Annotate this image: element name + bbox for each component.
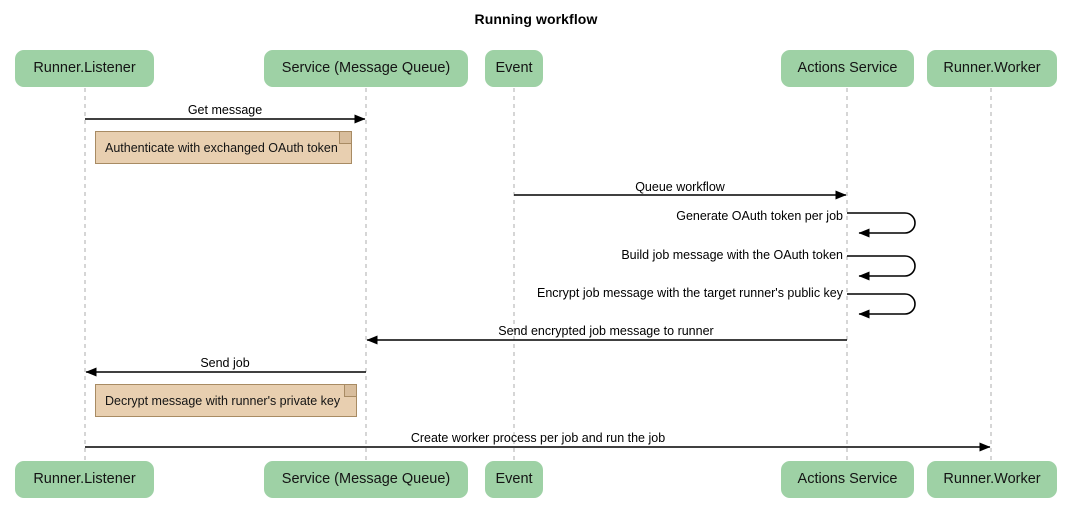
- participant-event-bottom[interactable]: Event: [485, 461, 543, 498]
- participant-label: Runner.Listener: [33, 60, 136, 77]
- diagram-title: Running workflow: [474, 11, 598, 27]
- message-label-queue-workflow: Queue workflow: [635, 180, 725, 194]
- message-label-send-job: Send job: [200, 356, 250, 370]
- participant-runner-listener-bottom[interactable]: Runner.Listener: [15, 461, 154, 498]
- participant-event-top[interactable]: Event: [485, 50, 543, 87]
- participant-runner-listener-top[interactable]: Runner.Listener: [15, 50, 154, 87]
- self-message-generate-oauth-token-per-job: [847, 212, 916, 238]
- note-decrypt-note: Decrypt message with runner's private ke…: [95, 384, 357, 417]
- participant-service-message-queue-top[interactable]: Service (Message Queue): [264, 50, 468, 87]
- note-text: Decrypt message with runner's private ke…: [105, 393, 341, 408]
- message-arrows: [85, 114, 991, 452]
- message-label-get-message: Get message: [187, 103, 263, 117]
- participant-label: Service (Message Queue): [281, 471, 451, 488]
- lifelines: [84, 88, 992, 461]
- note-text: Authenticate with exchanged OAuth token: [105, 140, 338, 155]
- self-message-build-job-message: [847, 255, 916, 281]
- participant-label: Event: [495, 471, 533, 488]
- participant-service-message-queue-bottom[interactable]: Service (Message Queue): [264, 461, 468, 498]
- participant-runner-worker-bottom[interactable]: Runner.Worker: [927, 461, 1057, 498]
- self-message-encrypt-job-message: [847, 293, 916, 319]
- participant-label: Event: [495, 60, 533, 77]
- note-fold-corner-icon: [344, 385, 356, 397]
- participant-label: Service (Message Queue): [281, 60, 451, 77]
- participant-label: Runner.Worker: [943, 471, 1041, 488]
- message-label-create-worker-process: Create worker process per job and run th…: [410, 431, 666, 445]
- message-label-generate-oauth-token-per-job: Generate OAuth token per job: [676, 209, 843, 223]
- participant-label: Runner.Listener: [33, 471, 136, 488]
- note-authenticate-note: Authenticate with exchanged OAuth token: [95, 131, 352, 164]
- participant-label: Actions Service: [797, 60, 898, 77]
- participant-runner-worker-top[interactable]: Runner.Worker: [927, 50, 1057, 87]
- message-label-encrypt-job-message: Encrypt job message with the target runn…: [536, 286, 843, 300]
- participant-actions-service-top[interactable]: Actions Service: [781, 50, 914, 87]
- message-label-build-job-message: Build job message with the OAuth token: [621, 248, 843, 262]
- participant-label: Runner.Worker: [943, 60, 1041, 77]
- message-label-send-encrypted-job-message: Send encrypted job message to runner: [498, 324, 714, 338]
- note-fold-corner-icon: [339, 132, 351, 144]
- participant-label: Actions Service: [797, 471, 898, 488]
- participant-actions-service-bottom[interactable]: Actions Service: [781, 461, 914, 498]
